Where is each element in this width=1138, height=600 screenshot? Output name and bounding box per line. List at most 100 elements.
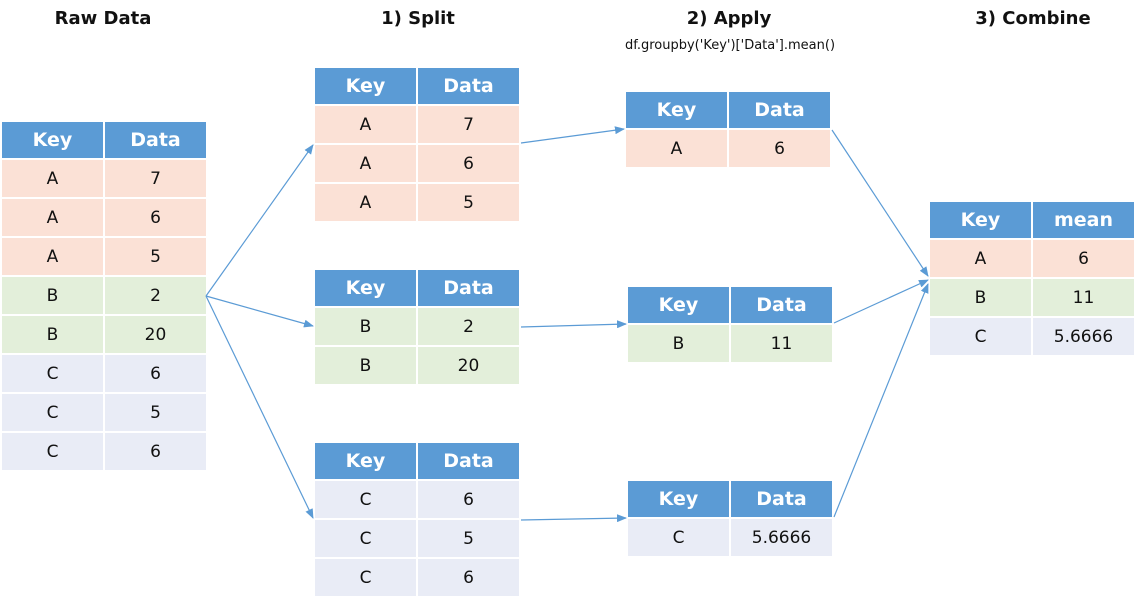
- key-column-header: Key: [315, 68, 416, 104]
- key-cell: A: [2, 199, 103, 236]
- key-cell: C: [930, 318, 1031, 355]
- key-cell: B: [2, 277, 103, 314]
- combine-arrow-b: [833, 279, 929, 324]
- key-column-header: Key: [628, 481, 729, 517]
- split-heading: 1) Split: [381, 8, 455, 29]
- apply-heading: 2) Apply: [686, 8, 772, 29]
- data-cell: 20: [418, 347, 519, 384]
- key-cell: A: [2, 160, 103, 197]
- key-cell: C: [2, 355, 103, 392]
- key-cell: C: [2, 433, 103, 470]
- key-cell: B: [628, 325, 729, 362]
- key-column-header: Key: [315, 270, 416, 306]
- key-cell: B: [2, 316, 103, 353]
- apply-arrow-a: [520, 126, 625, 144]
- data-column-header: Data: [729, 92, 830, 128]
- key-cell: C: [628, 519, 729, 556]
- key-cell: B: [315, 308, 416, 345]
- key-column-header: Key: [628, 287, 729, 323]
- data-cell: 6: [418, 481, 519, 518]
- key-column-header: Key: [315, 443, 416, 479]
- key-column-header: Key: [2, 122, 103, 158]
- mean-cell: 11: [1033, 279, 1134, 316]
- apply-arrow-b: [520, 320, 627, 329]
- mean-column-header: mean: [1033, 202, 1134, 238]
- key-cell: B: [930, 279, 1031, 316]
- data-cell: 5: [105, 394, 206, 431]
- data-cell: 6: [105, 355, 206, 392]
- data-cell: 5.6666: [731, 519, 832, 556]
- data-cell: 6: [105, 433, 206, 470]
- key-cell: C: [315, 559, 416, 596]
- key-cell: A: [315, 145, 416, 182]
- key-cell: B: [315, 347, 416, 384]
- key-cell: A: [930, 240, 1031, 277]
- data-cell: 6: [105, 199, 206, 236]
- combine-arrow-a: [831, 129, 929, 277]
- combine-heading: 3) Combine: [975, 8, 1091, 29]
- data-cell: 6: [729, 130, 830, 167]
- data-cell: 20: [105, 316, 206, 353]
- apply-arrow-c: [520, 514, 627, 523]
- key-cell: C: [315, 520, 416, 557]
- key-cell: A: [2, 238, 103, 275]
- data-cell: 2: [418, 308, 519, 345]
- apply-code-label: df.groupby('Key')['Data'].mean(): [624, 38, 836, 53]
- key-column-header: Key: [930, 202, 1031, 238]
- key-cell: C: [2, 394, 103, 431]
- data-cell: 7: [105, 160, 206, 197]
- data-cell: 7: [418, 106, 519, 143]
- data-cell: 5: [418, 520, 519, 557]
- raw-data-heading: Raw Data: [54, 8, 152, 29]
- key-cell: C: [315, 481, 416, 518]
- key-cell: A: [315, 184, 416, 221]
- data-column-header: Data: [418, 68, 519, 104]
- data-cell: 5: [105, 238, 206, 275]
- data-cell: 6: [418, 145, 519, 182]
- mean-cell: 6: [1033, 240, 1134, 277]
- data-cell: 5: [418, 184, 519, 221]
- data-column-header: Data: [418, 443, 519, 479]
- combine-arrow-c: [833, 283, 929, 518]
- data-column-header: Data: [105, 122, 206, 158]
- data-column-header: Data: [731, 287, 832, 323]
- data-column-header: Data: [731, 481, 832, 517]
- key-cell: A: [626, 130, 727, 167]
- mean-cell: 5.6666: [1033, 318, 1134, 355]
- split-arrow-a: [205, 144, 314, 297]
- data-cell: 11: [731, 325, 832, 362]
- data-cell: 2: [105, 277, 206, 314]
- data-column-header: Data: [418, 270, 519, 306]
- data-cell: 6: [418, 559, 519, 596]
- split-arrow-b: [205, 295, 314, 328]
